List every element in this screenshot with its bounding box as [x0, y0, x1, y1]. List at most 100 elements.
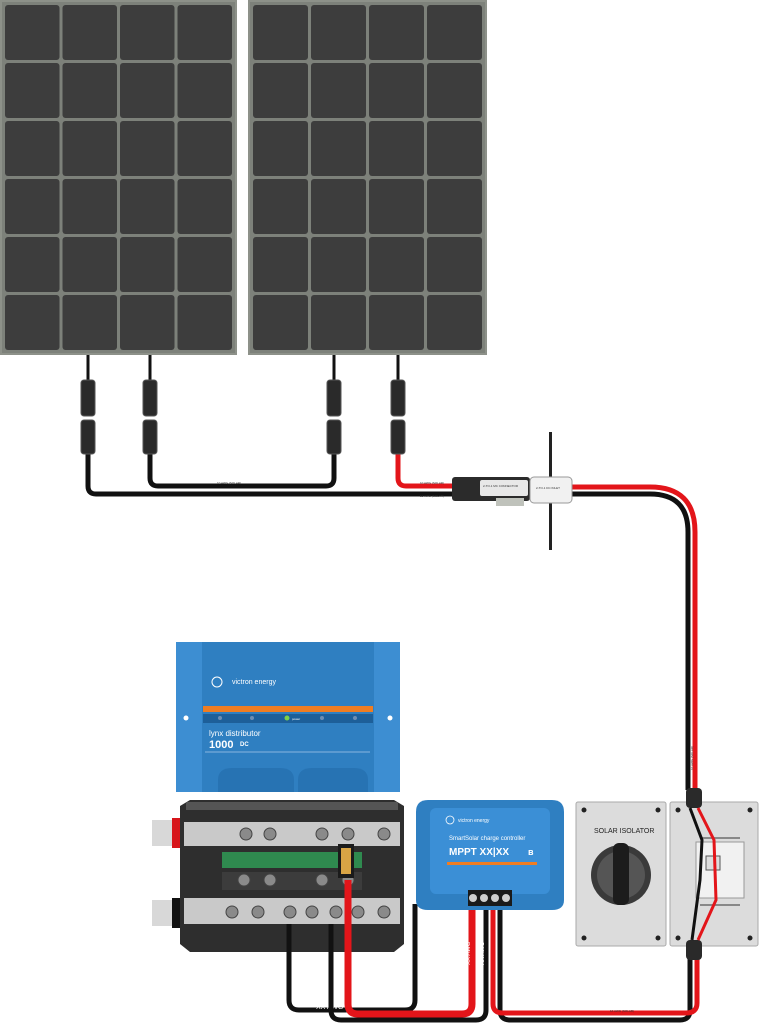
awg-mppt-2: XX AWG	[480, 941, 486, 965]
bluetooth-icon: ʙ	[528, 847, 534, 857]
solar-cell	[120, 5, 175, 60]
mc4-connector	[390, 379, 406, 417]
lynx-distributor: power victron energy lynx distributor 10…	[176, 642, 400, 792]
solar-cell	[253, 121, 308, 176]
solar-cell	[62, 295, 117, 350]
solar-cell	[311, 295, 366, 350]
solar-panel-right	[248, 0, 487, 355]
mc4-connector	[80, 379, 96, 417]
busbar-bolt	[305, 905, 319, 919]
solar-cell	[253, 237, 308, 292]
busbar-bolt	[329, 905, 343, 919]
solar-cell	[177, 5, 232, 60]
solar-cell	[369, 63, 424, 118]
mppt-pv-positive	[490, 904, 700, 1016]
busbar-bolt	[315, 873, 329, 887]
solar-cell	[369, 179, 424, 234]
busbar-bolt	[237, 873, 251, 887]
busbar-bolt	[377, 905, 391, 919]
pv-twin-cable-positive	[570, 484, 698, 790]
solar-cell	[62, 63, 117, 118]
negative-cable-label: 10 AWG (SOLAR)	[420, 494, 444, 498]
mc4-connector	[80, 419, 96, 455]
solar-cell	[427, 237, 482, 292]
solar-cell	[253, 63, 308, 118]
positive-pv-cable	[395, 440, 456, 489]
roof-cable-gland: 2-TO-1 DC INLET	[529, 432, 573, 550]
awg-bottom-right: 10 AWG (SOLAR)	[610, 1009, 634, 1013]
mppt-charge-controller: victron energy SmartSolar charge control…	[416, 800, 564, 910]
busbar-bolt	[351, 905, 365, 919]
lynx-positive-to-mppt	[344, 880, 476, 1018]
positive-cable-label: 10 AWG (SOLAR)	[420, 481, 444, 485]
solar-cell	[311, 5, 366, 60]
busbar-bolt	[315, 827, 329, 841]
solar-cell	[177, 237, 232, 292]
lynx-brand: victron energy	[232, 679, 276, 686]
negative-pv-cable	[85, 440, 456, 497]
series-link-cable	[147, 440, 337, 489]
solar-cell	[120, 179, 175, 234]
mc4-connector	[390, 419, 406, 455]
busbar-bolt	[283, 905, 297, 919]
solar-cell	[427, 63, 482, 118]
solar-cell	[177, 179, 232, 234]
isolator-title: SOLAR ISOLATOR	[594, 828, 654, 835]
solar-cell	[120, 121, 175, 176]
mc4-connector	[142, 419, 158, 455]
awg-mppt-1: XX AWG	[466, 941, 472, 965]
mppt-model-line: SmartSolar charge controller	[449, 836, 525, 842]
solar-cell	[427, 121, 482, 176]
busbar-bolt	[263, 873, 277, 887]
mc4-connector	[326, 379, 342, 417]
solar-cell	[62, 5, 117, 60]
solar-cell	[427, 5, 482, 60]
mppt-brand: victron energy	[458, 818, 490, 824]
solar-cell	[177, 121, 232, 176]
busbar-bolt	[263, 827, 277, 841]
lynx-negative-to-mppt	[328, 904, 489, 1023]
solar-cell	[369, 237, 424, 292]
busbar-bolt	[225, 905, 239, 919]
busbar-bolt	[341, 827, 355, 841]
pv-twin-cable-negative	[570, 491, 691, 790]
mc4-combiner: 2-TO-1 MC CONNECTOR	[452, 477, 530, 506]
solar-cell	[427, 179, 482, 234]
solar-cell	[5, 121, 60, 176]
mc4-connectors	[80, 379, 406, 455]
solar-isolator-front: SOLAR ISOLATOR	[575, 801, 667, 947]
solar-cell	[253, 295, 308, 350]
solar-cell	[177, 295, 232, 350]
solar-cell	[5, 5, 60, 60]
solar-cell	[311, 63, 366, 118]
busbar-bolt	[251, 905, 265, 919]
lynx-busbar-base	[152, 800, 404, 952]
series-cable-label: 10 AWG (SOLAR)	[217, 481, 241, 485]
solar-cell	[5, 179, 60, 234]
solar-cell	[369, 5, 424, 60]
solar-cell	[5, 295, 60, 350]
solar-cell	[311, 179, 366, 234]
solar-cell	[120, 63, 175, 118]
solar-panel-left	[0, 0, 237, 355]
busbar-bolt	[239, 827, 253, 841]
solar-cell	[5, 63, 60, 118]
lynx-led-label: power	[292, 717, 300, 721]
solar-isolator-open	[669, 788, 759, 960]
solar-cell	[120, 295, 175, 350]
solar-cell	[62, 179, 117, 234]
solar-cell	[62, 237, 117, 292]
busbar-bolt	[377, 827, 391, 841]
solar-cell	[5, 237, 60, 292]
lynx-rating-unit: DC	[240, 742, 249, 748]
solar-cell	[253, 179, 308, 234]
mppt-model: MPPT XX|XX	[449, 847, 509, 858]
mc4-connector	[326, 419, 342, 455]
vertical-cable-label: 10 AWG (SOLAR)	[690, 746, 694, 770]
solar-cell	[120, 237, 175, 292]
solar-cell	[369, 295, 424, 350]
solar-cell	[311, 237, 366, 292]
solar-cell	[369, 121, 424, 176]
lynx-product: lynx distributor	[209, 729, 261, 738]
